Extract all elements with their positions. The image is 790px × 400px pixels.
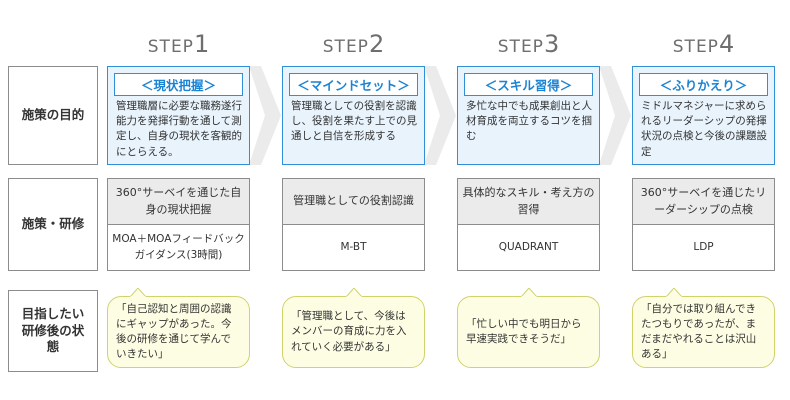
step-1-purpose-box: ＜現状把握＞ 管理職層に必要な職務遂行能力を発揮行動を通して測定し、自身の現状を… — [107, 66, 250, 165]
step-2-measure-program-text: M-BT — [340, 240, 367, 253]
step-1-measure-program-text: MOA＋MOAフィードバックガイダンス(3時間) — [112, 232, 245, 261]
step-2-goal-text: 「管理職として、今後はメンバーの育成に力を入れていく必要がある」 — [291, 310, 407, 353]
row-label-measures-text: 施策・研修 — [21, 216, 85, 232]
step-2-measure-box: 管理職としての役割認識 M-BT — [282, 178, 425, 271]
step-3-bubble-tail — [521, 288, 537, 297]
step-2-measure-theme-text: 管理職としての役割認識 — [293, 194, 414, 208]
step-1-number: 1 — [193, 30, 210, 58]
row-label-measures: 施策・研修 — [8, 178, 98, 271]
step-3-purpose-box: ＜スキル習得＞ 多忙な中でも成果創出と人材育成を両立するコツを掴む — [457, 66, 600, 165]
row-label-purpose-text: 施策の目的 — [21, 107, 85, 123]
step-4-purpose-body: ミドルマネジャーに求められるリーダーシップの発揮状況の点検と今後の課題設定 — [641, 100, 767, 158]
step-2-header: STEP2 — [282, 30, 425, 58]
step-3-measure-box: 具体的なスキル・考え方の習得 QUADRANT — [457, 178, 600, 271]
step-1-measure-theme-text: 360°サーベイを通じた自身の現状把握 — [115, 186, 242, 216]
step-2-purpose-body: 管理職としての役割を認識し、役割を果たす上での見通しと自信を形成する — [291, 100, 417, 143]
step-3-word: STEP — [497, 37, 544, 57]
arrow-3-to-4 — [599, 66, 631, 165]
step-3-goal-text: 「忙しい中でも明日から早速実践できそうだ」 — [466, 317, 582, 345]
step-4-purpose-title: ＜ふりかえり＞ — [639, 73, 768, 96]
step-4-number: 4 — [718, 30, 735, 58]
step-1-purpose-body: 管理職層に必要な職務遂行能力を発揮行動を通して測定し、自身の現状を客観的にとらえ… — [116, 100, 242, 158]
step-4-goal-bubble: 「自分では取り組んできたつもりであったが、まだまだやれることは沢山ある」 — [632, 288, 775, 368]
step-3-purpose-body: 多忙な中でも成果創出と人材育成を両立するコツを掴む — [466, 100, 592, 143]
step-1-measure-box: 360°サーベイを通じた自身の現状把握 MOA＋MOAフィードバックガイダンス(… — [107, 178, 250, 271]
step-2-bubble-tail — [346, 288, 362, 297]
step-4-header: STEP4 — [632, 30, 775, 58]
step-2-number: 2 — [368, 30, 385, 58]
step-2-goal-bubble: 「管理職として、今後はメンバーの育成に力を入れていく必要がある」 — [282, 288, 425, 368]
row-label-goal: 目指したい研修後の状態 — [8, 290, 98, 372]
step-3-number: 3 — [543, 30, 560, 58]
step-3-measure-theme: 具体的なスキル・考え方の習得 — [458, 179, 599, 225]
arrow-1-to-2 — [249, 66, 281, 165]
step-4-measure-program: LDP — [633, 225, 774, 270]
step-4-measure-theme-text: 360°サーベイを通じたリーダーシップの点検 — [640, 186, 767, 216]
step-4-measure-theme: 360°サーベイを通じたリーダーシップの点検 — [633, 179, 774, 225]
step-2-purpose-title: ＜マインドセット＞ — [289, 73, 418, 96]
step-3-measure-program-text: QUADRANT — [498, 240, 559, 253]
step-1-header: STEP1 — [107, 30, 250, 58]
step-1-measure-program: MOA＋MOAフィードバックガイダンス(3時間) — [108, 225, 249, 270]
step-1-goal-text: 「自己認知と周囲の認識にギャップがあった。今後の研修を通じて学んでいきたい」 — [116, 302, 232, 361]
step-3-purpose-title: ＜スキル習得＞ — [464, 73, 593, 96]
step-1-bubble-tail — [130, 288, 146, 297]
row-label-goal-text: 目指したい研修後の状態 — [21, 305, 85, 355]
step-4-measure-box: 360°サーベイを通じたリーダーシップの点検 LDP — [632, 178, 775, 271]
step-2-measure-program: M-BT — [283, 225, 424, 270]
step-1-goal-bubble: 「自己認知と周囲の認識にギャップがあった。今後の研修を通じて学んでいきたい」 — [107, 288, 250, 368]
arrow-2-to-3 — [424, 66, 456, 165]
step-4-purpose-box: ＜ふりかえり＞ ミドルマネジャーに求められるリーダーシップの発揮状況の点検と今後… — [632, 66, 775, 165]
step-2-purpose-box: ＜マインドセット＞ 管理職としての役割を認識し、役割を果たす上での見通しと自信を… — [282, 66, 425, 165]
step-1-purpose-title: ＜現状把握＞ — [114, 73, 243, 96]
step-4-measure-program-text: LDP — [693, 240, 714, 253]
step-2-word: STEP — [322, 37, 369, 57]
step-3-measure-program: QUADRANT — [458, 225, 599, 270]
step-1-word: STEP — [147, 37, 194, 57]
step-3-goal-bubble: 「忙しい中でも明日から早速実践できそうだ」 — [457, 288, 600, 368]
step-3-measure-theme-text: 具体的なスキル・考え方の習得 — [462, 186, 595, 216]
step-4-goal-text: 「自分では取り組んできたつもりであったが、まだまだやれることは沢山ある」 — [641, 302, 757, 361]
step-3-header: STEP3 — [457, 30, 600, 58]
step-1-measure-theme: 360°サーベイを通じた自身の現状把握 — [108, 179, 249, 225]
step-2-measure-theme: 管理職としての役割認識 — [283, 179, 424, 225]
row-label-purpose: 施策の目的 — [8, 66, 98, 165]
step-4-word: STEP — [672, 37, 719, 57]
step-4-bubble-tail — [666, 288, 682, 297]
